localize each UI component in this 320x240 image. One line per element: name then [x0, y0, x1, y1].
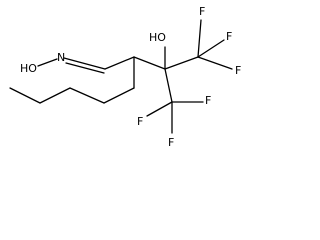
bond-pentyl-4 — [39, 87, 71, 104]
atom-label-alcohol-oh: HO — [149, 31, 166, 44]
atom-label-fluorine: F — [137, 115, 143, 128]
bond-cf3top-f2 — [197, 39, 225, 58]
bond-cf3top-f1 — [197, 19, 202, 58]
bond-cf3bot-f2 — [146, 101, 173, 117]
bond-cq-cf3-top — [164, 56, 199, 70]
molecule-drawing: HO N HO F F F F F F — [9, 5, 241, 149]
bond-pentyl-5 — [9, 87, 41, 104]
bond-pentyl-2 — [103, 87, 135, 104]
bond-cbranch-cq — [133, 56, 166, 70]
bond-o-n — [37, 58, 58, 67]
atom-label-hydroxylamine-oh: HO — [20, 62, 37, 75]
bond-cf3top-f3 — [197, 56, 233, 70]
atom-label-fluorine: F — [235, 64, 241, 77]
bond-pentyl-3 — [69, 87, 105, 104]
bond-n-ch-double-1 — [63, 57, 106, 70]
atom-label-oxime-n: N — [57, 51, 65, 64]
bond-cq-cf3-bottom — [164, 68, 173, 103]
atom-label-fluorine: F — [226, 30, 232, 43]
bond-n-ch-double-2 — [65, 62, 105, 74]
atom-label-fluorine: F — [199, 5, 205, 18]
bond-ch-cbranch — [104, 56, 135, 70]
atom-label-fluorine: F — [168, 136, 174, 149]
structure-diagram: HO N HO F F F F F F — [9, 5, 241, 149]
atom-label-fluorine: F — [205, 94, 211, 107]
